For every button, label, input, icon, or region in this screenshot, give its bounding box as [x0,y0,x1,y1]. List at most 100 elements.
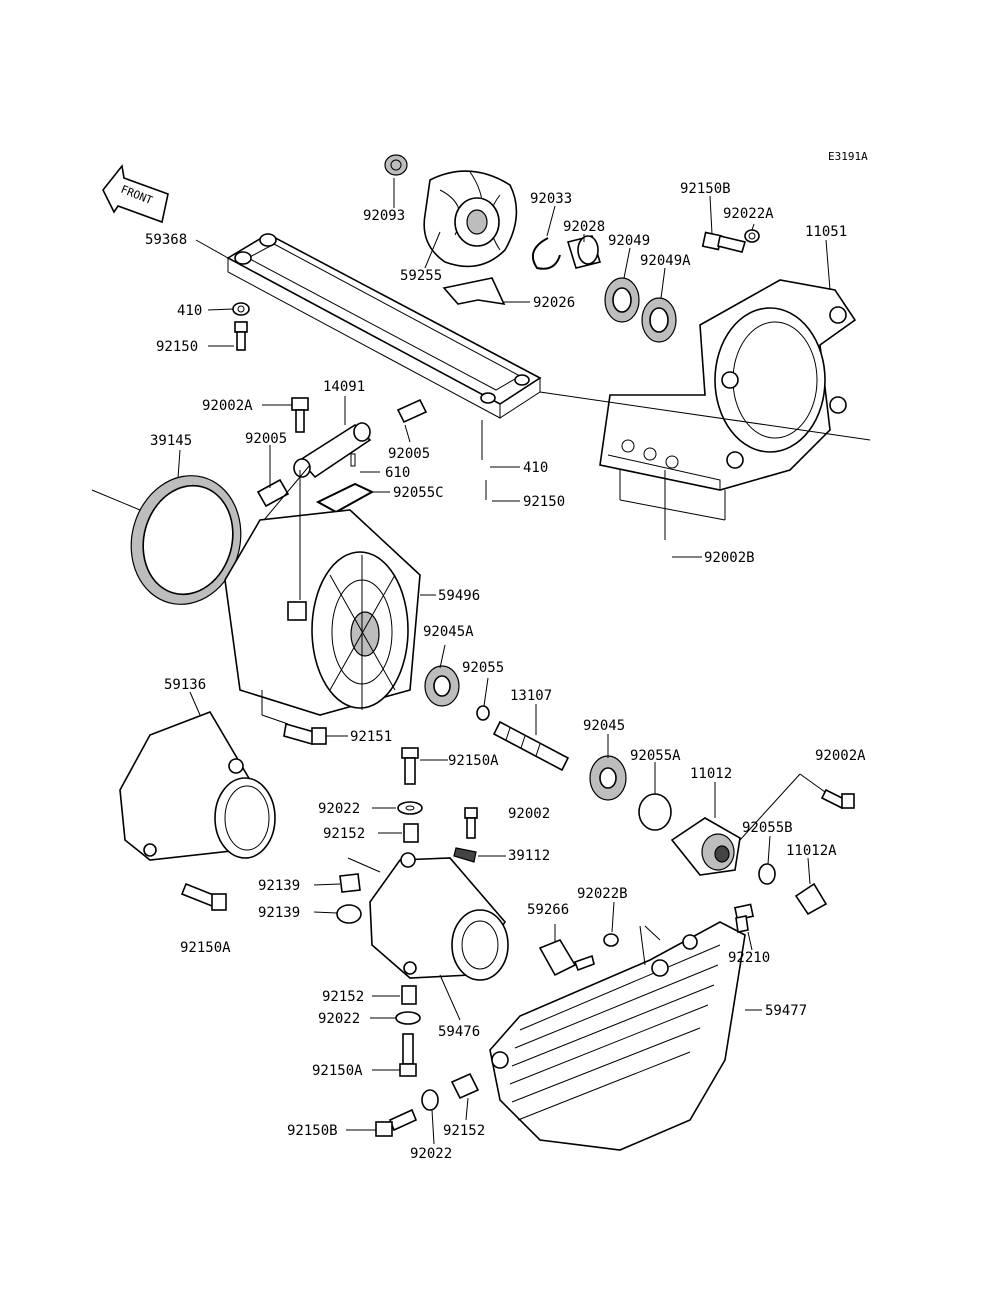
collar-92028-part [566,235,602,269]
label-92152-c: 92152 [443,1123,485,1139]
fitting-92005-a-part [256,478,290,508]
plate-59368-part [226,233,542,419]
bolt-92151-part [283,722,327,746]
bearing-92045A-part [424,665,460,707]
seal-92049-part [604,277,640,323]
label-92049A: 92049A [640,253,691,269]
label-92002A-b: 92002A [815,748,866,764]
label-92150A-c: 92150A [312,1063,363,1079]
oring-610-part [350,453,356,467]
label-92045: 92045 [583,718,625,734]
label-92026: 92026 [533,295,575,311]
bolt-92150-a-part [234,321,248,351]
label-92150A-a: 92150A [448,753,499,769]
bushing-92139-a-part [339,873,361,893]
label-39112: 39112 [508,848,550,864]
label-59368: 59368 [145,232,187,248]
washer-92022-c-part [421,1089,439,1111]
label-92022-c: 92022 [410,1146,452,1162]
bolt-92002A-a-part [291,397,309,433]
ring-39145-part [130,475,242,605]
grate-59477-part [489,921,746,1151]
cap-11012A-part [794,882,828,916]
label-92139-a: 92139 [258,878,300,894]
label-92150B-bot: 92150B [287,1123,338,1139]
label-92033: 92033 [530,191,572,207]
label-59255: 59255 [400,268,442,284]
seal-92049A-part [641,297,677,343]
circlip-part [531,237,561,270]
label-92022B: 92022B [577,886,628,902]
leader-lines [91,178,871,1145]
label-92002A-a: 92002A [202,398,253,414]
label-410-b: 410 [523,460,548,476]
callout-labels: 92093 59255 92033 92028 92049 92049A 921… [145,181,866,1162]
housing-11051-part [599,279,857,491]
label-92093: 92093 [363,208,405,224]
label-92150B-top: 92150B [680,181,731,197]
collar-92152-a-part [403,823,419,843]
oring-92055B-part [758,863,776,885]
bolt-92210-part [733,903,755,933]
label-92152-a: 92152 [323,826,365,842]
label-11051: 11051 [805,224,847,240]
label-92152-b: 92152 [322,989,364,1005]
oring-92055A-part [638,793,672,831]
label-92002B: 92002B [704,550,755,566]
washer-410-a-part [232,302,250,316]
bolt-92150B-bot-part [375,1108,418,1137]
washer-92022A-part [744,229,760,243]
label-92022-a: 92022 [318,801,360,817]
label-410-a: 410 [177,303,202,319]
shaft-13107-part [492,720,570,772]
label-92022A: 92022A [723,206,774,222]
label-92028: 92028 [563,219,605,235]
label-92022-b: 92022 [318,1011,360,1027]
bolt-92150A-c-part [399,1033,417,1077]
bolt-92150B-top-part [701,231,747,253]
steering-nozzle-59476-part [369,852,509,981]
label-92005-b: 92005 [388,446,430,462]
label-92210: 92210 [728,950,770,966]
lever-39112-part [453,847,477,863]
label-92151: 92151 [350,729,392,745]
oring-92055-part [476,705,490,721]
nozzle-59136-part [119,711,276,861]
label-59136: 59136 [164,677,206,693]
impeller-part [423,170,518,268]
collar-92152-b-part [401,985,417,1005]
label-92055C: 92055C [393,485,444,501]
pump-case-59496-part [224,509,421,716]
washer-92022-b-part [395,1011,421,1025]
label-14091: 14091 [323,379,365,395]
washer-92022B-part [603,933,619,947]
diagram-code: E3191A [828,150,868,163]
label-59496: 59496 [438,588,480,604]
label-92055A: 92055A [630,748,681,764]
label-92049: 92049 [608,233,650,249]
label-92002: 92002 [508,806,550,822]
fitting-59266-part [538,939,595,977]
label-92139-b: 92139 [258,905,300,921]
front-arrow-icon: FRONT [102,164,169,224]
bolt-92002A-b-part [820,788,855,810]
label-13107: 13107 [510,688,552,704]
label-92055B: 92055B [742,820,793,836]
label-39145: 39145 [150,433,192,449]
label-92150-b: 92150 [523,494,565,510]
label-92055: 92055 [462,660,504,676]
label-92150-a: 92150 [156,339,198,355]
oring-92055C-part [315,482,375,514]
label-11012A: 11012A [786,843,837,859]
cap-14091-part [293,422,372,479]
cap-92093-part [384,154,408,176]
label-59477: 59477 [765,1003,807,1019]
label-59266: 59266 [527,902,569,918]
label-11012: 11012 [690,766,732,782]
label-92005-a: 92005 [245,431,287,447]
bushing-92139-b-part [336,904,362,924]
plate-92026-part [442,277,506,306]
bolt-92150A-top-part [401,747,419,785]
bolt-92150A-a-part [180,882,227,911]
